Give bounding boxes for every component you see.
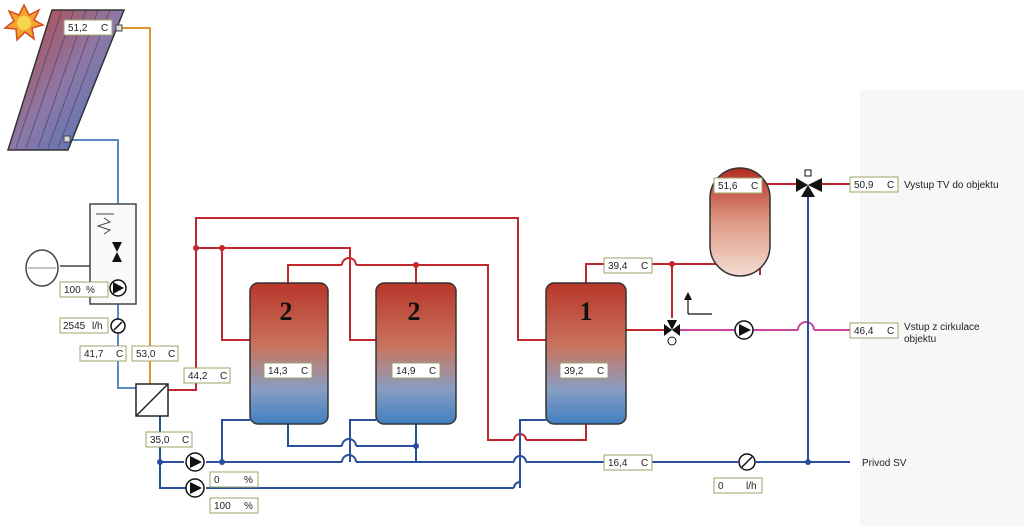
svg-text:51,2: 51,2 — [68, 23, 88, 34]
pump-upper-icon — [185, 452, 205, 472]
svg-text:16,4: 16,4 — [608, 458, 628, 469]
circulation-input-label-1: Vstup z cirkulace — [904, 322, 980, 333]
svg-text:C: C — [597, 366, 604, 377]
svg-text:C: C — [220, 371, 227, 382]
cold-water-flow-box: 0 l/h — [713, 477, 763, 494]
tank-1-temp-box: 39,2 C — [559, 362, 609, 379]
svg-text:41,7: 41,7 — [84, 349, 104, 360]
pipe-junctions — [157, 245, 811, 465]
svg-text:100: 100 — [64, 285, 81, 296]
cold-pipes — [136, 170, 850, 489]
svg-text:C: C — [887, 326, 894, 337]
solar-flow-box: 2545 l/h — [59, 317, 109, 334]
svg-text:%: % — [244, 501, 253, 512]
backup-heater-temp-box: 51,6 C — [713, 177, 763, 194]
svg-text:C: C — [751, 181, 758, 192]
expansion-vessel — [25, 249, 59, 287]
tank-number: 1 — [580, 297, 593, 326]
svg-text:l/h: l/h — [746, 481, 757, 492]
exchanger-outlet-temp-box: 44,2 C — [183, 367, 231, 384]
tank-number: 2 — [280, 297, 293, 326]
svg-text:C: C — [116, 349, 123, 360]
svg-text:C: C — [168, 349, 175, 360]
solar-pump-speed-box: 100 % — [59, 281, 109, 298]
flow-meter-icon — [110, 318, 126, 334]
circulation-pump-icon — [734, 320, 754, 340]
pump-upper-speed-box: 0 % — [209, 471, 259, 488]
storage-tank-2b: 2 — [375, 282, 457, 425]
solar-pump-icon — [109, 279, 127, 297]
svg-text:2545: 2545 — [63, 321, 86, 332]
exchanger-inlet-temp-box: 35,0 C — [145, 431, 193, 448]
hot-water-output-label: Vystup TV do objektu — [904, 180, 999, 191]
tank-1-outlet-temp-box: 39,4 C — [603, 257, 653, 274]
svg-text:C: C — [887, 180, 894, 191]
circulation-valve-icon — [664, 320, 680, 346]
svg-text:%: % — [244, 475, 253, 486]
collector-temp-box: 51,2 C — [63, 19, 113, 36]
svg-text:51,6: 51,6 — [718, 181, 738, 192]
storage-tank-1: 1 — [545, 282, 627, 425]
circulation-input-temp-box: 46,4 C — [849, 322, 899, 339]
svg-text:C: C — [301, 366, 308, 377]
svg-text:100: 100 — [214, 501, 231, 512]
svg-text:0: 0 — [214, 475, 220, 486]
cold-water-label: Privod SV — [862, 458, 907, 469]
svg-text:50,9: 50,9 — [854, 180, 874, 191]
svg-text:C: C — [429, 366, 436, 377]
svg-text:53,0: 53,0 — [136, 349, 156, 360]
cold-water-flowmeter-icon — [738, 453, 756, 471]
background-panel — [860, 90, 1024, 526]
solar-return-temp-box: 41,7 C — [79, 345, 127, 362]
cold-water-temp-box: 16,4 C — [603, 454, 653, 471]
svg-text:%: % — [86, 285, 95, 296]
svg-text:14,3: 14,3 — [268, 366, 288, 377]
svg-text:44,2: 44,2 — [188, 371, 208, 382]
valve-direction-arrow — [684, 292, 712, 315]
svg-text:46,4: 46,4 — [854, 326, 874, 337]
tank-2b-temp-box: 14,9 C — [391, 362, 441, 379]
pump-lower-speed-box: 100 % — [209, 497, 259, 514]
svg-text:0: 0 — [718, 481, 724, 492]
svg-text:39,2: 39,2 — [564, 366, 584, 377]
svg-text:C: C — [641, 261, 648, 272]
hot-water-output-temp-box: 50,9 C — [849, 176, 899, 193]
svg-text:l/h: l/h — [92, 321, 103, 332]
circulation-pipe — [680, 321, 850, 331]
heat-exchanger — [135, 383, 169, 417]
svg-text:39,4: 39,4 — [608, 261, 628, 272]
tank-number: 2 — [408, 297, 421, 326]
circulation-input-label-2: objektu — [904, 334, 936, 345]
mixing-valve-icon — [796, 169, 822, 197]
pump-lower-icon — [185, 478, 205, 498]
backup-heater-tank — [709, 167, 771, 277]
svg-text:C: C — [101, 23, 108, 34]
svg-text:14,9: 14,9 — [396, 366, 416, 377]
tank-2a-temp-box: 14,3 C — [263, 362, 313, 379]
storage-tank-2a: 2 — [249, 282, 329, 425]
value-boxes: 51,2 C 100 % 2545 l/h 41,7 C 53,0 C 44,2… — [59, 19, 899, 514]
svg-text:35,0: 35,0 — [150, 435, 170, 446]
svg-text:C: C — [641, 458, 648, 469]
solar-supply-temp-box: 53,0 C — [131, 345, 179, 362]
svg-text:C: C — [182, 435, 189, 446]
sun-icon — [3, 3, 45, 42]
